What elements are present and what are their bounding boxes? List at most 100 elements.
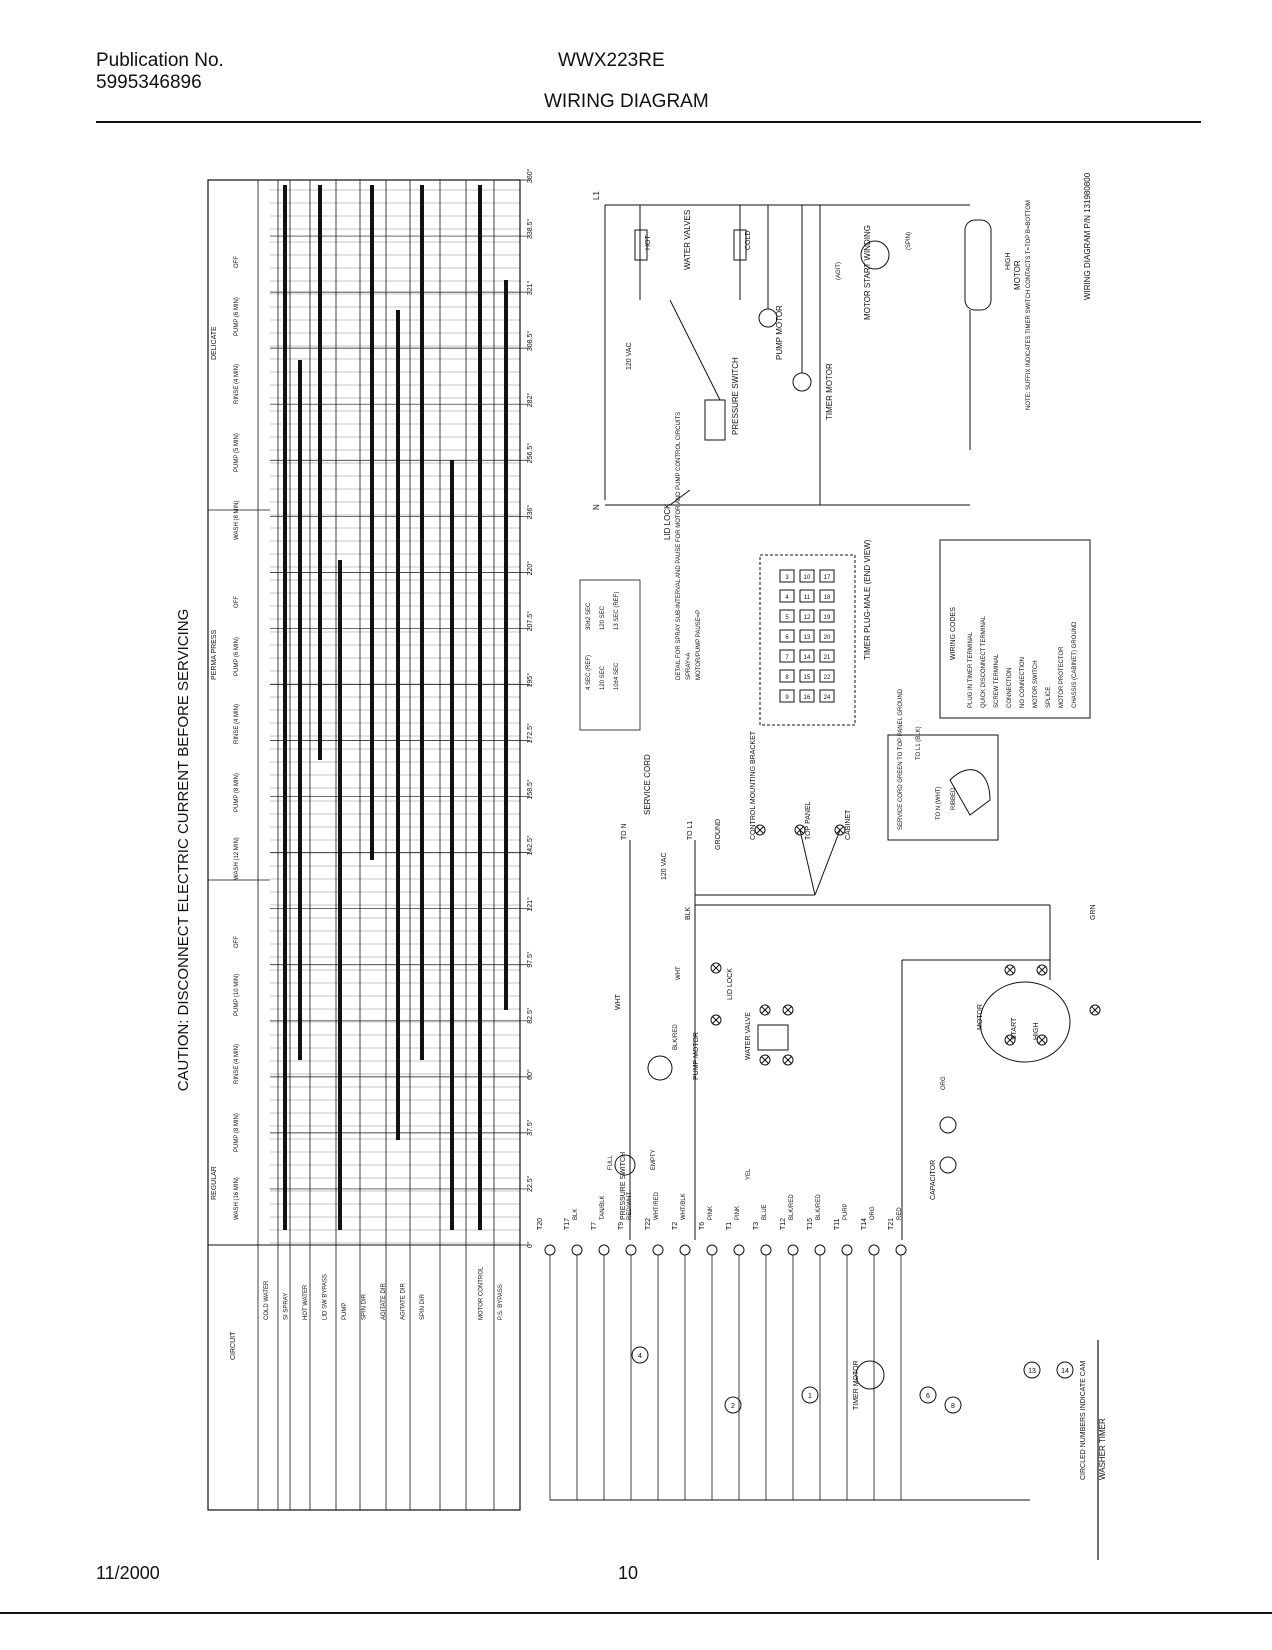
spray-detail-text: SPRAY=A <box>686 653 692 680</box>
plug-pin <box>779 689 795 703</box>
wiring-code-item: PLUG IN TIMER TERMINAL <box>968 631 974 708</box>
footer-date: 11/2000 <box>96 1563 160 1583</box>
spray-detail-box <box>579 579 641 731</box>
degree-label: 321° <box>526 280 534 295</box>
spray-timing: 120 SEC <box>600 605 606 630</box>
timer-chart-labels: CAUTION: DISCONNECT ELECTRIC CURRENT BEF… <box>175 168 534 1360</box>
plug-number: 17 <box>824 575 831 581</box>
plug-pin <box>819 649 835 663</box>
ground-label: GROUND <box>715 819 722 850</box>
degree-label: 97.5° <box>526 951 534 968</box>
quick-disconnect-terminal <box>1004 964 1016 976</box>
spray-timing: 4 SEC (REF) <box>586 655 592 690</box>
circuit-name: SPIN DIR <box>420 1293 426 1320</box>
cycle-label: DELICATE <box>211 326 218 360</box>
quick-disconnect-terminal <box>759 1054 771 1066</box>
wire-color-label: WHT/BLK <box>681 1193 687 1220</box>
footer-rule <box>0 1612 1272 1614</box>
plug-pin <box>799 689 815 703</box>
timer-terminal <box>895 1244 907 1256</box>
circuit-name: SI SPRAY <box>284 1293 290 1320</box>
plug-pin <box>779 569 795 583</box>
motor-ladder-label: MOTOR <box>977 1004 984 1030</box>
plug-number: 11 <box>804 595 811 601</box>
plug-number: 13 <box>804 635 811 641</box>
start-label: START <box>1011 1017 1018 1040</box>
grn-label: GRN <box>1090 904 1097 920</box>
terminal-cross <box>761 1006 769 1014</box>
contact-bar <box>420 185 424 1060</box>
inset-ribbed: RIBBED <box>951 787 957 810</box>
terminal-label: T21 <box>888 1218 895 1230</box>
quick-disconnect-terminal <box>1036 1034 1048 1046</box>
degree-label: 37.5° <box>526 1119 534 1136</box>
plug-number: 9 <box>785 695 789 701</box>
wiring-code-item: CHASSIS (CABINET) GROUND <box>1072 621 1078 708</box>
terminal-cross <box>1006 966 1014 974</box>
pressure-switch-symbol <box>614 1154 636 1176</box>
contact-bar <box>298 360 302 1060</box>
terminal-cross <box>784 1006 792 1014</box>
circuit-name: AGITATE DIR <box>381 1283 387 1320</box>
degree-label: 220° <box>526 561 534 576</box>
circuit-name: PUMP <box>342 1303 348 1320</box>
ground-wire <box>814 829 841 896</box>
cabinet-label: CABINET <box>845 809 852 840</box>
plug-pin <box>779 669 795 683</box>
inset-to-l1: TO L1 (BLK) <box>916 726 922 760</box>
header-rule <box>96 121 1201 123</box>
spray-timing: 30±2 SEC <box>586 602 592 630</box>
degree-label: 60° <box>526 1069 534 1080</box>
contact-bar <box>450 460 454 1230</box>
step-label: OFF <box>234 596 240 608</box>
timer-terminal <box>571 1244 583 1256</box>
plug-number: 19 <box>824 615 831 621</box>
quick-disconnect-terminal <box>1089 1004 1101 1016</box>
cam-label: 2 <box>731 1403 735 1410</box>
ground-wire <box>799 829 816 896</box>
pump-motor-ladder-label: PUMP MOTOR <box>693 1032 700 1080</box>
plug-pin <box>819 669 835 683</box>
plug-pin <box>779 609 795 623</box>
timer-terminal <box>841 1244 853 1256</box>
wht-label: WHT <box>615 993 622 1010</box>
plug-number: 4 <box>785 595 789 601</box>
terminal-cross <box>712 1016 720 1024</box>
terminal-cross <box>784 1056 792 1064</box>
quick-disconnect-terminal <box>710 1014 722 1026</box>
wire-color-label: WHT/RED <box>654 1191 660 1220</box>
agit-label: (AGIT) <box>836 262 842 280</box>
contact-bar <box>318 185 322 760</box>
degree-label: 282° <box>526 393 534 408</box>
publication-label: Publication No. <box>96 50 224 71</box>
lid-lock-ladder-label: LID LOCK <box>727 968 734 1000</box>
terminal-cross <box>1038 1036 1046 1044</box>
spray-timing: 13 SEC (REF) <box>614 592 620 630</box>
circuit-name: COLD WATER <box>264 1280 270 1320</box>
wiring-code-item: MOTOR PROTECTOR <box>1059 646 1065 708</box>
degree-label: 308.5° <box>526 331 534 352</box>
timer-terminal <box>598 1244 610 1256</box>
cam-number <box>801 1386 819 1404</box>
inset-title: SERVICE CORD GREEN TO TOP PANEL GROUND <box>898 688 904 830</box>
quick-disconnect-terminal <box>1004 1034 1016 1046</box>
motor-high-winding <box>964 219 992 311</box>
blk-red-label: BLK/RED <box>673 1024 679 1050</box>
step-label: PUMP (8 MIN) <box>234 1113 240 1152</box>
step-label: WASH (16 MIN) <box>234 1177 240 1220</box>
n-label: N <box>592 504 601 510</box>
pressure-switch-ladder-label: PRESSURE SWITCH <box>620 1152 627 1220</box>
terminal-label: T1 <box>726 1222 733 1230</box>
plug-number: 24 <box>824 695 831 701</box>
plug-number: 6 <box>785 635 789 641</box>
motor-ladder-symbol <box>979 981 1071 1063</box>
plug-pin <box>819 689 835 703</box>
plug-number: 12 <box>804 615 811 621</box>
yel-label: YEL <box>746 1168 752 1180</box>
plug-number: 22 <box>824 675 831 681</box>
degree-label: 236° <box>526 505 534 520</box>
timer-terminal <box>625 1244 637 1256</box>
wire-color-label: PURP <box>843 1203 849 1220</box>
start-winding-symbol <box>860 240 890 270</box>
service-cord-title: SERVICE CORD <box>643 754 652 815</box>
